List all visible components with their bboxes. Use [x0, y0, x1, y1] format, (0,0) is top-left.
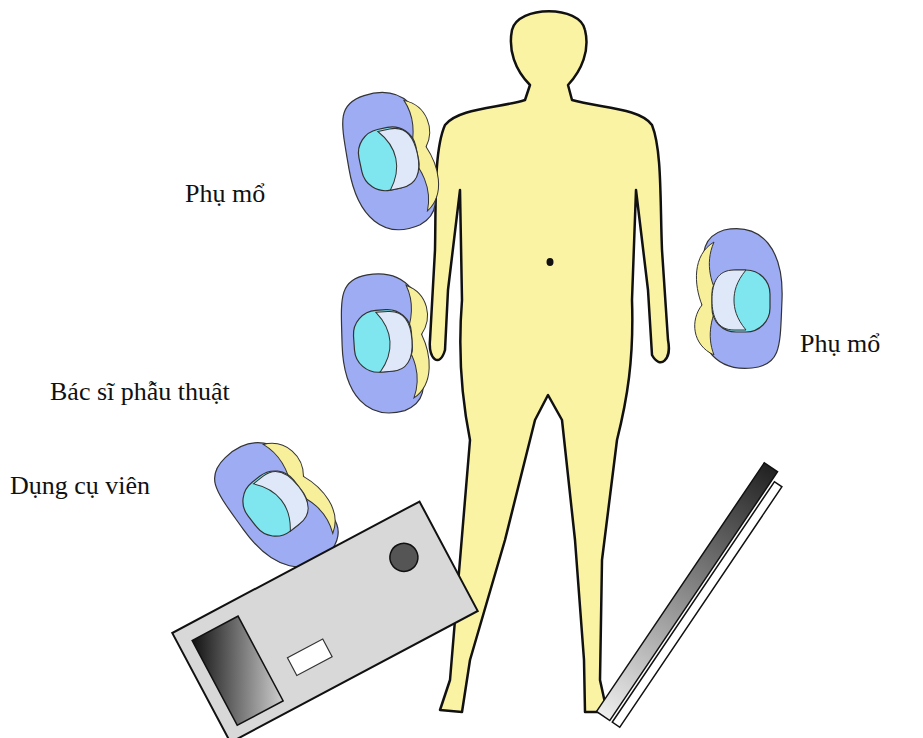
- assistant-figure: [695, 229, 782, 369]
- tower-screen: [192, 616, 283, 725]
- assistant-figure: [335, 83, 450, 238]
- role-label: Phụ mổ: [800, 328, 880, 359]
- table-bar: [612, 482, 782, 727]
- surgeon-figure: [337, 271, 434, 416]
- tower-knob: [385, 538, 423, 576]
- role-label: Bác sĩ phẫu thuật: [50, 376, 230, 407]
- navel: [547, 258, 554, 266]
- tower-slot: [287, 639, 332, 675]
- table-bar: [597, 463, 778, 721]
- equipment-tower: [172, 502, 477, 738]
- tower-body: [172, 502, 477, 738]
- instrument-table: [597, 463, 788, 727]
- role-label: Dụng cụ viên: [10, 470, 150, 501]
- role-label: Phụ mổ: [185, 178, 265, 209]
